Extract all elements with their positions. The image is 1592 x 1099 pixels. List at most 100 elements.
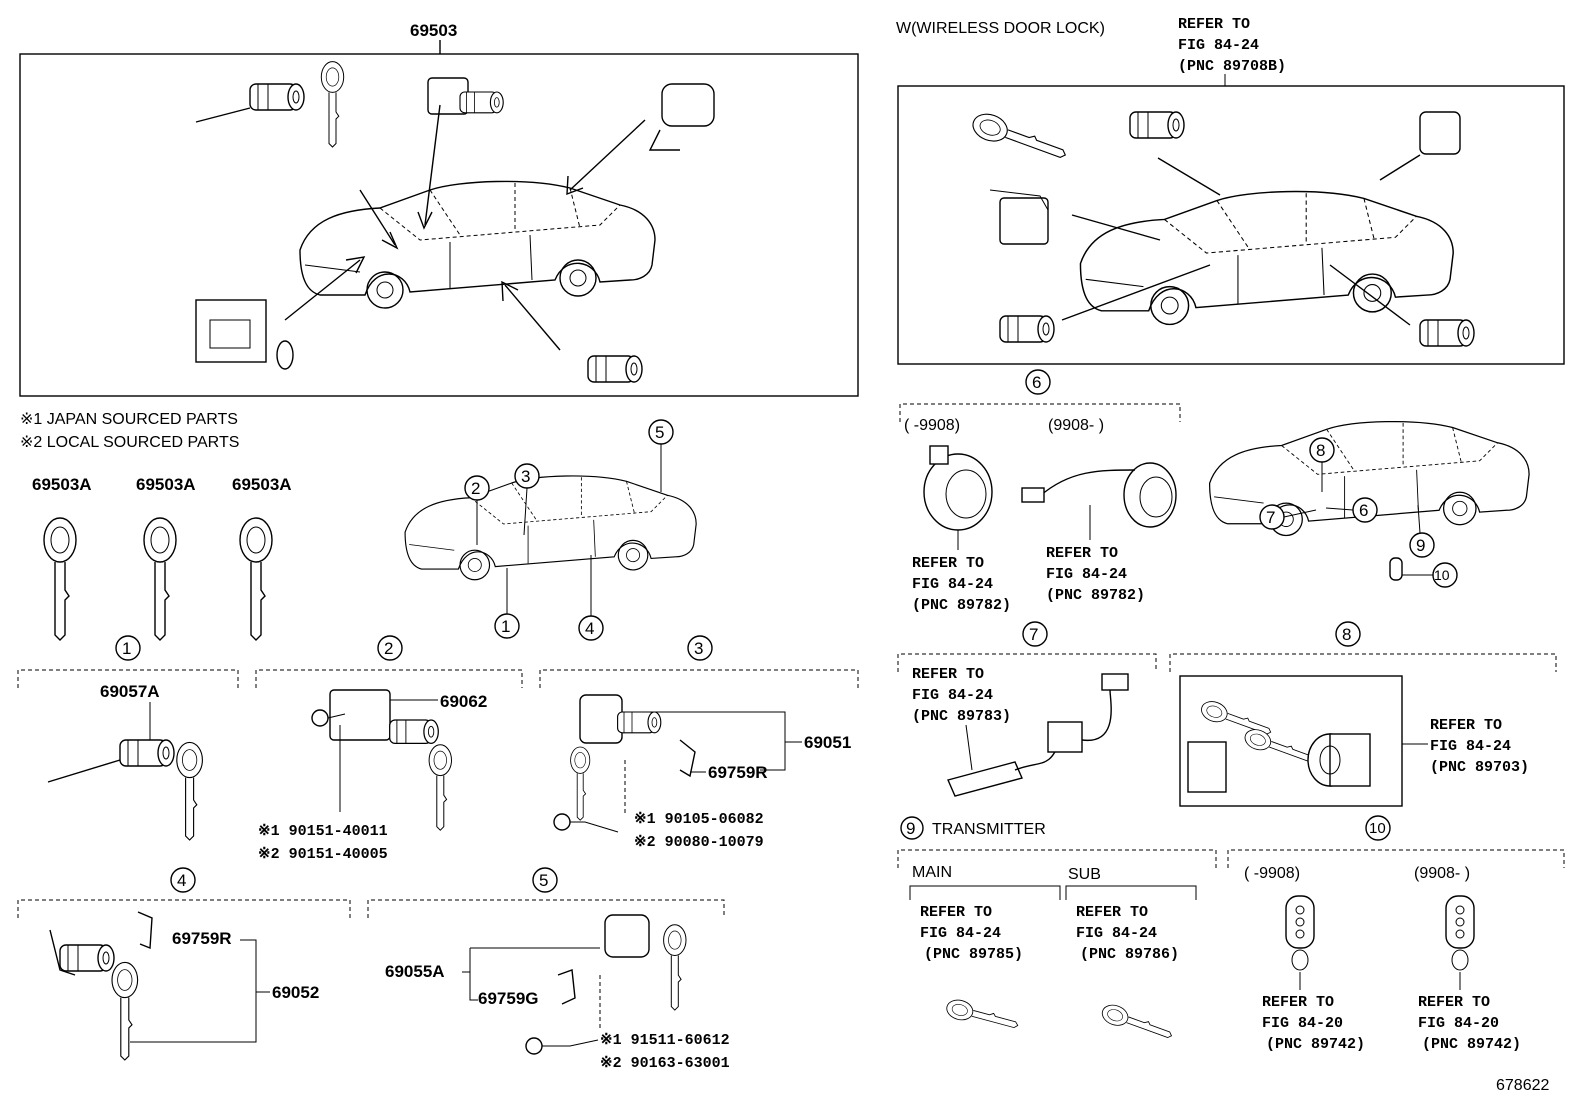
car-illustration (299, 180, 656, 309)
group4-part: 69052 (272, 983, 319, 1002)
transmitter-fob-icon (1445, 895, 1475, 971)
wireless-refer-line-3: (PNC 89708B) (1178, 58, 1286, 75)
group1-number: 1 (122, 639, 131, 658)
wireless-box (897, 85, 1565, 365)
group9-refer-main-3: (PNC 89785) (924, 946, 1023, 963)
group8-refer-2: FIG 84-24 (1430, 738, 1511, 755)
bolt-icon (525, 1037, 543, 1055)
key-icon (43, 517, 77, 641)
wireless-refer-line-1: REFER TO (1178, 16, 1250, 33)
rear-door-lock-icon (587, 355, 643, 383)
figure-id: 678622 (1496, 1077, 1549, 1094)
lock-cylinder-icon (1307, 733, 1371, 787)
svg-text:6: 6 (1359, 501, 1368, 520)
group5-part: 69055A (385, 962, 445, 981)
group4-sub: 69759R (172, 929, 232, 948)
group7-number: 7 (1029, 625, 1038, 644)
group4-number: 4 (177, 871, 186, 890)
door-lock-icon (579, 694, 623, 744)
key-icon (176, 741, 203, 841)
transmitter-key-icon (1099, 1001, 1176, 1046)
group9-number: 9 (906, 819, 915, 838)
group10-refer-a-1: REFER TO (1262, 994, 1334, 1011)
key-icon (570, 746, 591, 821)
door-lock-icon (1129, 111, 1185, 139)
key-part-3: 69503A (232, 475, 292, 494)
callout-markers: 8 7 6 9 10 (1259, 437, 1458, 588)
callout-car-illustration (404, 475, 697, 581)
group5-bolt-2: ※2 90163-63001 (600, 1055, 730, 1072)
wireless-refer-line-2: FIG 84-24 (1178, 37, 1259, 54)
group8-refer-3: (PNC 89703) (1430, 759, 1529, 776)
ignition-cylinder-icon (195, 61, 345, 148)
glovebox-lock-icon (195, 299, 294, 370)
svg-text:5: 5 (655, 423, 664, 442)
group3-bolt-2: ※2 90080-10079 (634, 834, 764, 851)
key-ring-light-icon (1021, 462, 1177, 528)
key-icon (143, 517, 177, 641)
group1-part: 69057A (100, 682, 160, 701)
svg-text:9: 9 (1416, 536, 1425, 555)
group10-refer-b-1: REFER TO (1418, 994, 1490, 1011)
key-switch-icon (947, 673, 1129, 797)
group8-number: 8 (1342, 625, 1351, 644)
svg-text:1: 1 (501, 617, 510, 636)
assembly-part-number: 69503 (410, 21, 457, 40)
key-icon (111, 961, 139, 1061)
group3-bolt-1: ※1 90105-06082 (634, 811, 764, 828)
svg-text:7: 7 (1266, 508, 1275, 527)
group9-main-label: MAIN (912, 864, 952, 881)
note-local: ※2 LOCAL SOURCED PARTS (20, 434, 239, 451)
clip-icon (137, 911, 153, 950)
group6-number: 6 (1032, 373, 1041, 392)
group2-bolt-2: ※2 90151-40005 (258, 846, 388, 863)
rear-door-lock-icon (1419, 319, 1475, 347)
wireless-title: W(WIRELESS DOOR LOCK) (896, 20, 1105, 37)
lock-cylinder-icon (119, 739, 175, 767)
key-part-1: 69503A (32, 475, 92, 494)
group10-refer-a-3: (PNC 89742) (1266, 1036, 1365, 1053)
transmitter-key-icon (944, 996, 1021, 1036)
group5-sub: 69759G (478, 989, 539, 1008)
group6-range-a: ( -9908) (904, 417, 960, 434)
group2-part: 69062 (440, 692, 487, 711)
group6-refer-b-1: REFER TO (1046, 545, 1118, 562)
key-part-2: 69503A (136, 475, 196, 494)
group10-range-b: (9908- ) (1414, 865, 1470, 882)
svg-text:2: 2 (471, 479, 480, 498)
wireless-car-illustration (1079, 190, 1454, 326)
transmitter-fob-icon (1285, 895, 1315, 971)
bolt-icon (311, 709, 329, 727)
lock-cylinder-icon (59, 944, 115, 972)
arrows (1061, 154, 1421, 326)
key-icon (663, 924, 687, 1011)
note-japan: ※1 JAPAN SOURCED PARTS (20, 411, 238, 428)
group10-range-a: ( -9908) (1244, 865, 1300, 882)
key-icon (239, 517, 273, 641)
svg-text:10: 10 (1434, 567, 1450, 583)
group5-bolt-1: ※1 91511-60612 (600, 1032, 730, 1049)
group6-refer-b-3: (PNC 89782) (1046, 587, 1145, 604)
group6-range-b: (9908- ) (1048, 417, 1104, 434)
group8-refer-1: REFER TO (1430, 717, 1502, 734)
svg-text:4: 4 (585, 619, 594, 638)
trunk-lock-icon (1419, 111, 1461, 155)
callout-markers: 2 3 5 1 4 (464, 419, 674, 641)
group10-refer-b-2: FIG 84-20 (1418, 1015, 1499, 1032)
group3-number: 3 (694, 639, 703, 658)
bolt-icon (553, 813, 571, 831)
group5-number: 5 (539, 871, 548, 890)
group6-refer-a-1: REFER TO (912, 555, 984, 572)
group9-refer-sub-2: FIG 84-24 (1076, 925, 1157, 942)
key-icon (968, 109, 1071, 168)
group9-refer-sub-3: (PNC 89786) (1080, 946, 1179, 963)
ignition-cylinder-icon (999, 315, 1055, 343)
group2-number: 2 (384, 639, 393, 658)
group6-refer-a-2: FIG 84-24 (912, 576, 993, 593)
group8-kit-box (1179, 675, 1403, 807)
receiver-module-icon (999, 197, 1049, 245)
svg-text:3: 3 (521, 467, 530, 486)
svg-text:8: 8 (1316, 441, 1325, 460)
group10-number: 10 (1369, 820, 1386, 837)
